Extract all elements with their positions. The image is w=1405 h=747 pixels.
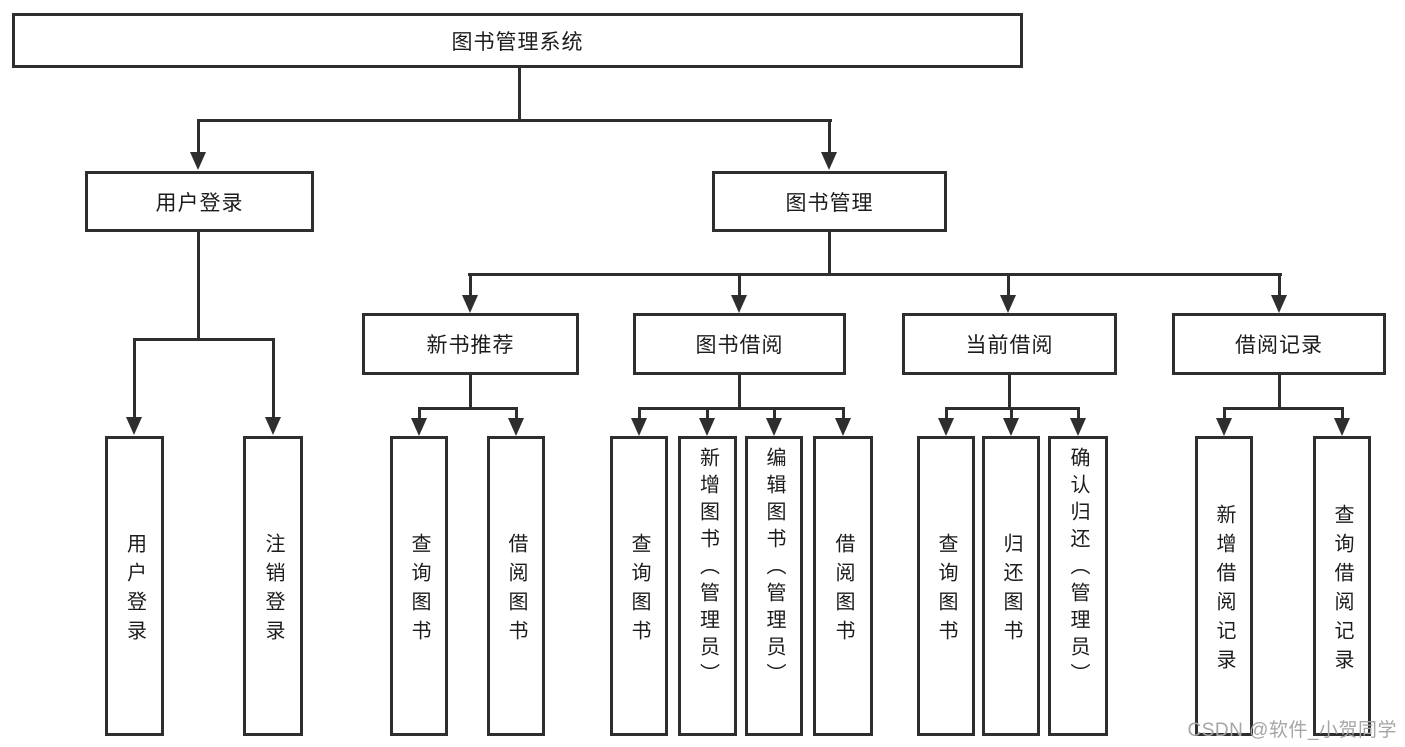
connector-line [197, 232, 200, 338]
node-new-book-recommend: 新书推荐 [362, 313, 579, 375]
connector-line [945, 407, 948, 420]
leaf-user-login-label: 用户登录 [123, 533, 146, 649]
node-current-borrow: 当前借阅 [902, 313, 1117, 375]
connector-line [706, 407, 709, 420]
connector-line [638, 407, 641, 420]
arrow-down-icon [1334, 418, 1350, 436]
node-book-management: 图书管理 [712, 171, 947, 232]
connector-line [1278, 273, 1281, 298]
connector-line [133, 338, 136, 418]
arrow-down-icon [1003, 418, 1019, 436]
arrow-down-icon [766, 418, 782, 436]
leaf-label: 借阅图书 [505, 533, 527, 649]
csdn-watermark: CSDN @软件_小贺同学 [1187, 720, 1397, 741]
arrow-down-icon [731, 295, 747, 313]
node-user-login: 用户登录 [85, 171, 314, 232]
leaf-return-books: 归还图书 [982, 436, 1040, 736]
arrow-down-icon [631, 418, 647, 436]
connector-line [1223, 407, 1226, 420]
connector-line [418, 407, 518, 410]
connector-line [469, 375, 472, 407]
connector-line [1008, 375, 1011, 407]
arrow-down-icon [821, 152, 837, 170]
node-user-login-label: 用户登录 [155, 191, 244, 215]
leaf-logout: 注销登录 [243, 436, 303, 736]
leaf-label: 编辑图书（管理员） [763, 447, 785, 690]
node-book-borrow-label: 图书借阅 [695, 334, 784, 357]
node-book-management-label: 图书管理 [785, 191, 874, 215]
leaf-logout-label: 注销登录 [262, 533, 284, 649]
leaf-label: 查询借阅记录 [1331, 504, 1353, 678]
arrow-down-icon [190, 152, 206, 170]
arrow-down-icon [1070, 418, 1086, 436]
leaf-query-books-recommend: 查询图书 [390, 436, 448, 736]
arrow-down-icon [938, 418, 954, 436]
leaf-add-borrow-record: 新增借阅记录 [1195, 436, 1253, 736]
leaf-confirm-return-admin: 确认归还（管理员） [1048, 436, 1108, 736]
leaf-user-login: 用户登录 [105, 436, 164, 736]
arrow-down-icon [126, 417, 142, 435]
leaf-borrow-books-recommend: 借阅图书 [487, 436, 545, 736]
connector-line [1278, 375, 1281, 407]
connector-line [638, 407, 845, 410]
connector-line [197, 119, 200, 155]
connector-line [469, 273, 472, 298]
arrow-down-icon [835, 418, 851, 436]
connector-line [468, 273, 1282, 276]
connector-line [828, 119, 831, 155]
node-root-label: 图书管理系统 [451, 30, 584, 54]
connector-line [828, 232, 831, 273]
node-new-book-recommend-label: 新书推荐 [426, 334, 515, 357]
connector-line [272, 338, 275, 418]
leaf-query-books-borrow: 查询图书 [610, 436, 668, 736]
leaf-label: 借阅图书 [832, 533, 854, 649]
connector-line [1341, 407, 1344, 420]
connector-line [738, 375, 741, 407]
node-current-borrow-label: 当前借阅 [965, 334, 1054, 357]
leaf-query-books-current: 查询图书 [917, 436, 975, 736]
arrow-down-icon [508, 418, 524, 436]
leaf-query-borrow-record: 查询借阅记录 [1313, 436, 1371, 736]
connector-line [518, 68, 521, 119]
connector-line [133, 338, 275, 341]
leaf-label: 新增图书（管理员） [696, 447, 719, 690]
leaf-add-books-admin: 新增图书（管理员） [678, 436, 737, 736]
connector-line [738, 273, 741, 298]
leaf-edit-books-admin: 编辑图书（管理员） [745, 436, 803, 736]
arrow-down-icon [265, 417, 281, 435]
leaf-label: 查询图书 [935, 533, 957, 649]
connector-line [1007, 273, 1010, 298]
node-root: 图书管理系统 [12, 13, 1023, 68]
arrow-down-icon [699, 418, 715, 436]
arrow-down-icon [1000, 295, 1016, 313]
node-borrow-records-label: 借阅记录 [1235, 334, 1323, 357]
leaf-label: 归还图书 [1000, 533, 1022, 649]
leaf-label: 确认归还（管理员） [1067, 447, 1089, 690]
connector-line [418, 407, 421, 420]
leaf-borrow-books: 借阅图书 [813, 436, 873, 736]
connector-line [1010, 407, 1013, 420]
connector-line [1223, 407, 1344, 410]
arrow-down-icon [411, 418, 427, 436]
connector-line [1077, 407, 1080, 420]
node-borrow-records: 借阅记录 [1172, 313, 1386, 375]
arrow-down-icon [1271, 295, 1287, 313]
connector-line [197, 119, 832, 122]
node-book-borrow: 图书借阅 [633, 313, 846, 375]
connector-line [842, 407, 845, 420]
leaf-label: 新增借阅记录 [1213, 504, 1235, 678]
arrow-down-icon [1216, 418, 1232, 436]
connector-line [515, 407, 518, 420]
connector-line [773, 407, 776, 420]
leaf-label: 查询图书 [408, 533, 430, 649]
leaf-label: 查询图书 [628, 533, 650, 649]
arrow-down-icon [462, 295, 478, 313]
